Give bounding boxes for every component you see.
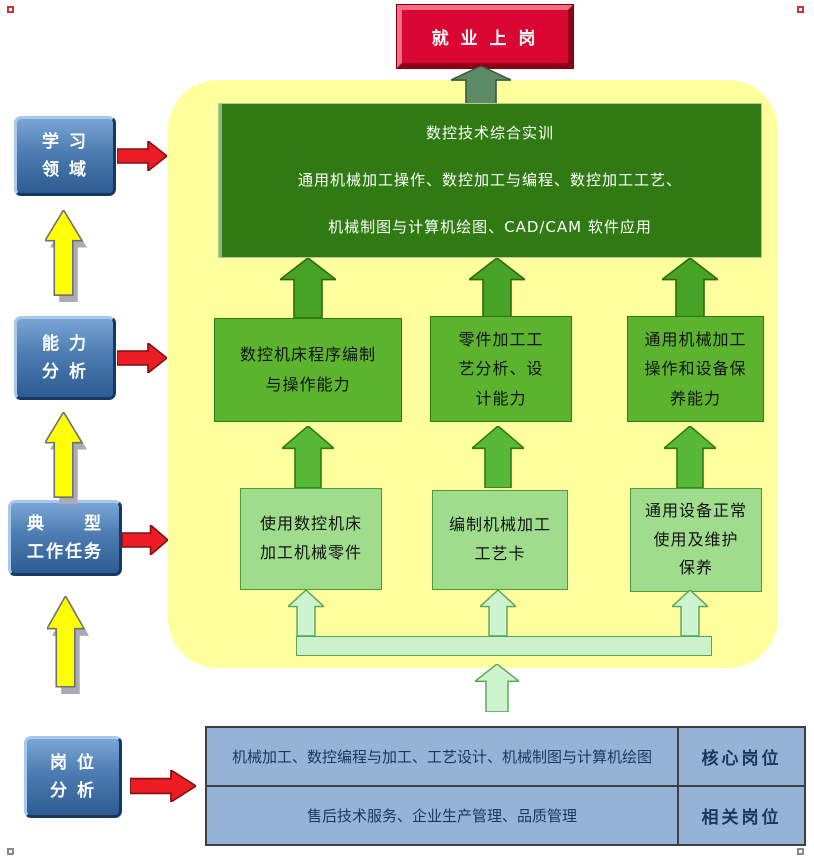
- up-arrow-icon: [45, 412, 87, 504]
- table-cell-related-positions: 售后技术服务、企业生产管理、品质管理: [207, 787, 679, 844]
- up-arrow-icon: [47, 596, 89, 694]
- up-arrow-icon: [662, 258, 718, 318]
- right-arrow-icon: [122, 525, 168, 555]
- employment-label: 就 业 上 岗: [431, 29, 539, 49]
- right-arrow-icon: [130, 770, 196, 802]
- employment-box: 就 业 上 岗: [397, 5, 573, 68]
- up-arrow-icon: [472, 426, 524, 488]
- ability-text: 数控机床程序编制 与操作能力: [239, 345, 376, 394]
- side-box-label: 岗 位 分 析: [50, 752, 96, 801]
- ability-box-process-analysis: 零件加工工 艺分析、设 计能力: [430, 316, 572, 422]
- up-arrow-icon: [664, 426, 716, 488]
- up-arrow-icon: [672, 590, 708, 636]
- side-box-label: 典 型 工作任务: [27, 513, 103, 562]
- side-box-label: 学 习 领 域: [42, 131, 88, 180]
- side-box-label: 能 力 分 析: [42, 333, 88, 382]
- corner-mark: [797, 6, 804, 13]
- up-arrow-icon: [475, 664, 519, 712]
- corner-mark: [797, 848, 804, 855]
- side-box-position-analysis: 岗 位 分 析: [24, 736, 122, 818]
- comprehensive-training-text: 数控技术综合实训 通用机械加工操作、数控加工与编程、数控加工工艺、 机械制图与计…: [297, 124, 682, 236]
- corner-mark: [7, 848, 14, 855]
- task-box-cnc-machining: 使用数控机床 加工机械零件: [240, 488, 382, 590]
- ability-box-general-machining: 通用机械加工 操作和设备保 养能力: [627, 316, 764, 422]
- up-arrow-icon: [280, 258, 336, 318]
- right-arrow-icon: [117, 343, 167, 373]
- task-text: 编制机械加工 工艺卡: [448, 515, 551, 563]
- table-cell-core-positions: 机械加工、数控编程与加工、工艺设计、机械制图与计算机绘图: [207, 728, 679, 787]
- position-table: 机械加工、数控编程与加工、工艺设计、机械制图与计算机绘图 核心岗位 售后技术服务…: [205, 726, 806, 846]
- task-box-process-card: 编制机械加工 工艺卡: [432, 490, 568, 590]
- task-box-equipment-maintenance: 通用设备正常 使用及维护 保养: [630, 488, 762, 592]
- side-box-ability-analysis: 能 力 分 析: [14, 316, 116, 400]
- right-arrow-icon: [117, 141, 167, 171]
- up-arrow-icon: [282, 426, 334, 488]
- up-arrow-icon: [45, 210, 87, 302]
- up-arrow-icon: [288, 590, 324, 636]
- side-box-typical-tasks: 典 型 工作任务: [8, 500, 122, 576]
- ability-text: 通用机械加工 操作和设备保 养能力: [644, 329, 747, 408]
- task-text: 通用设备正常 使用及维护 保养: [644, 500, 747, 578]
- table-label-core: 核心岗位: [679, 728, 804, 787]
- task-text: 使用数控机床 加工机械零件: [259, 514, 362, 562]
- up-arrow-icon: [469, 258, 525, 318]
- comprehensive-training-box: 数控技术综合实训 通用机械加工操作、数控加工与编程、数控加工工艺、 机械制图与计…: [218, 103, 762, 258]
- up-arrow-icon: [480, 590, 516, 636]
- up-arrow-icon: [451, 66, 511, 105]
- side-box-learning-domain: 学 习 领 域: [14, 116, 116, 196]
- ability-text: 零件加工工 艺分析、设 计能力: [458, 329, 544, 408]
- corner-mark: [7, 6, 14, 13]
- task-connector-bar: [296, 636, 712, 656]
- ability-box-cnc-programming: 数控机床程序编制 与操作能力: [214, 318, 402, 422]
- table-label-related: 相关岗位: [701, 808, 782, 828]
